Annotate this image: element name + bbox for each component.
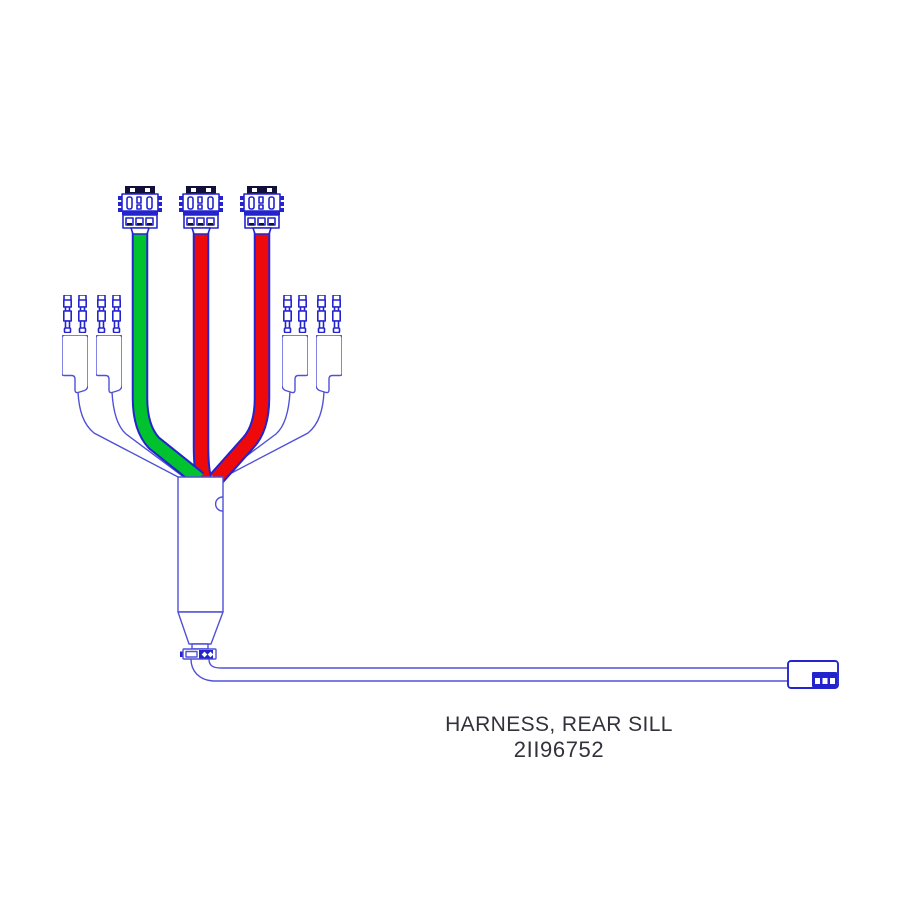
terminal-boot-icon (316, 335, 342, 393)
terminal-boot-icon (282, 335, 308, 393)
terminal-boot-icon (62, 335, 88, 393)
terminal-pin-icon (113, 295, 120, 333)
top-connectors (118, 186, 284, 234)
boot-branch-wires (77, 391, 325, 479)
top-connector-icon (179, 186, 223, 234)
sheath-body (177, 476, 224, 613)
terminal-pin-icon (98, 295, 105, 333)
top-connector-icon (118, 186, 162, 234)
top-connector-icon (240, 186, 284, 234)
sheath-funnel (177, 611, 224, 645)
terminal-pin-icon (284, 295, 291, 333)
branch-wire-right-inner (216, 391, 291, 479)
branch-wire-right-outer (221, 391, 325, 479)
sheath-neck (191, 643, 209, 650)
terminal-pin-icon (299, 295, 306, 333)
harness-sheath (177, 476, 224, 650)
terminal-boot-icon (96, 335, 122, 393)
terminal-pin-icon (333, 295, 340, 333)
terminal-pin-icon (318, 295, 325, 333)
branch-wire-left-outer (77, 391, 181, 479)
wire-green-left (131, 232, 205, 486)
end-connector-icon (787, 660, 839, 689)
wire-red-middle (192, 232, 213, 482)
sheath-notch (214, 496, 223, 512)
terminal-pin-icon (79, 295, 86, 333)
caption-part-number: 2II96752 (513, 737, 605, 762)
cable-clamp-icon (180, 648, 217, 660)
wire-red-right (209, 232, 271, 485)
trunk-cable (190, 658, 789, 682)
branch-wire-left-inner (111, 391, 186, 479)
terminal-pin-icon (64, 295, 71, 333)
main-wires (131, 232, 271, 486)
diagram-caption: HARNESS, REAR SILL 2II96752 (445, 712, 673, 763)
caption-title: HARNESS, REAR SILL (445, 713, 673, 736)
